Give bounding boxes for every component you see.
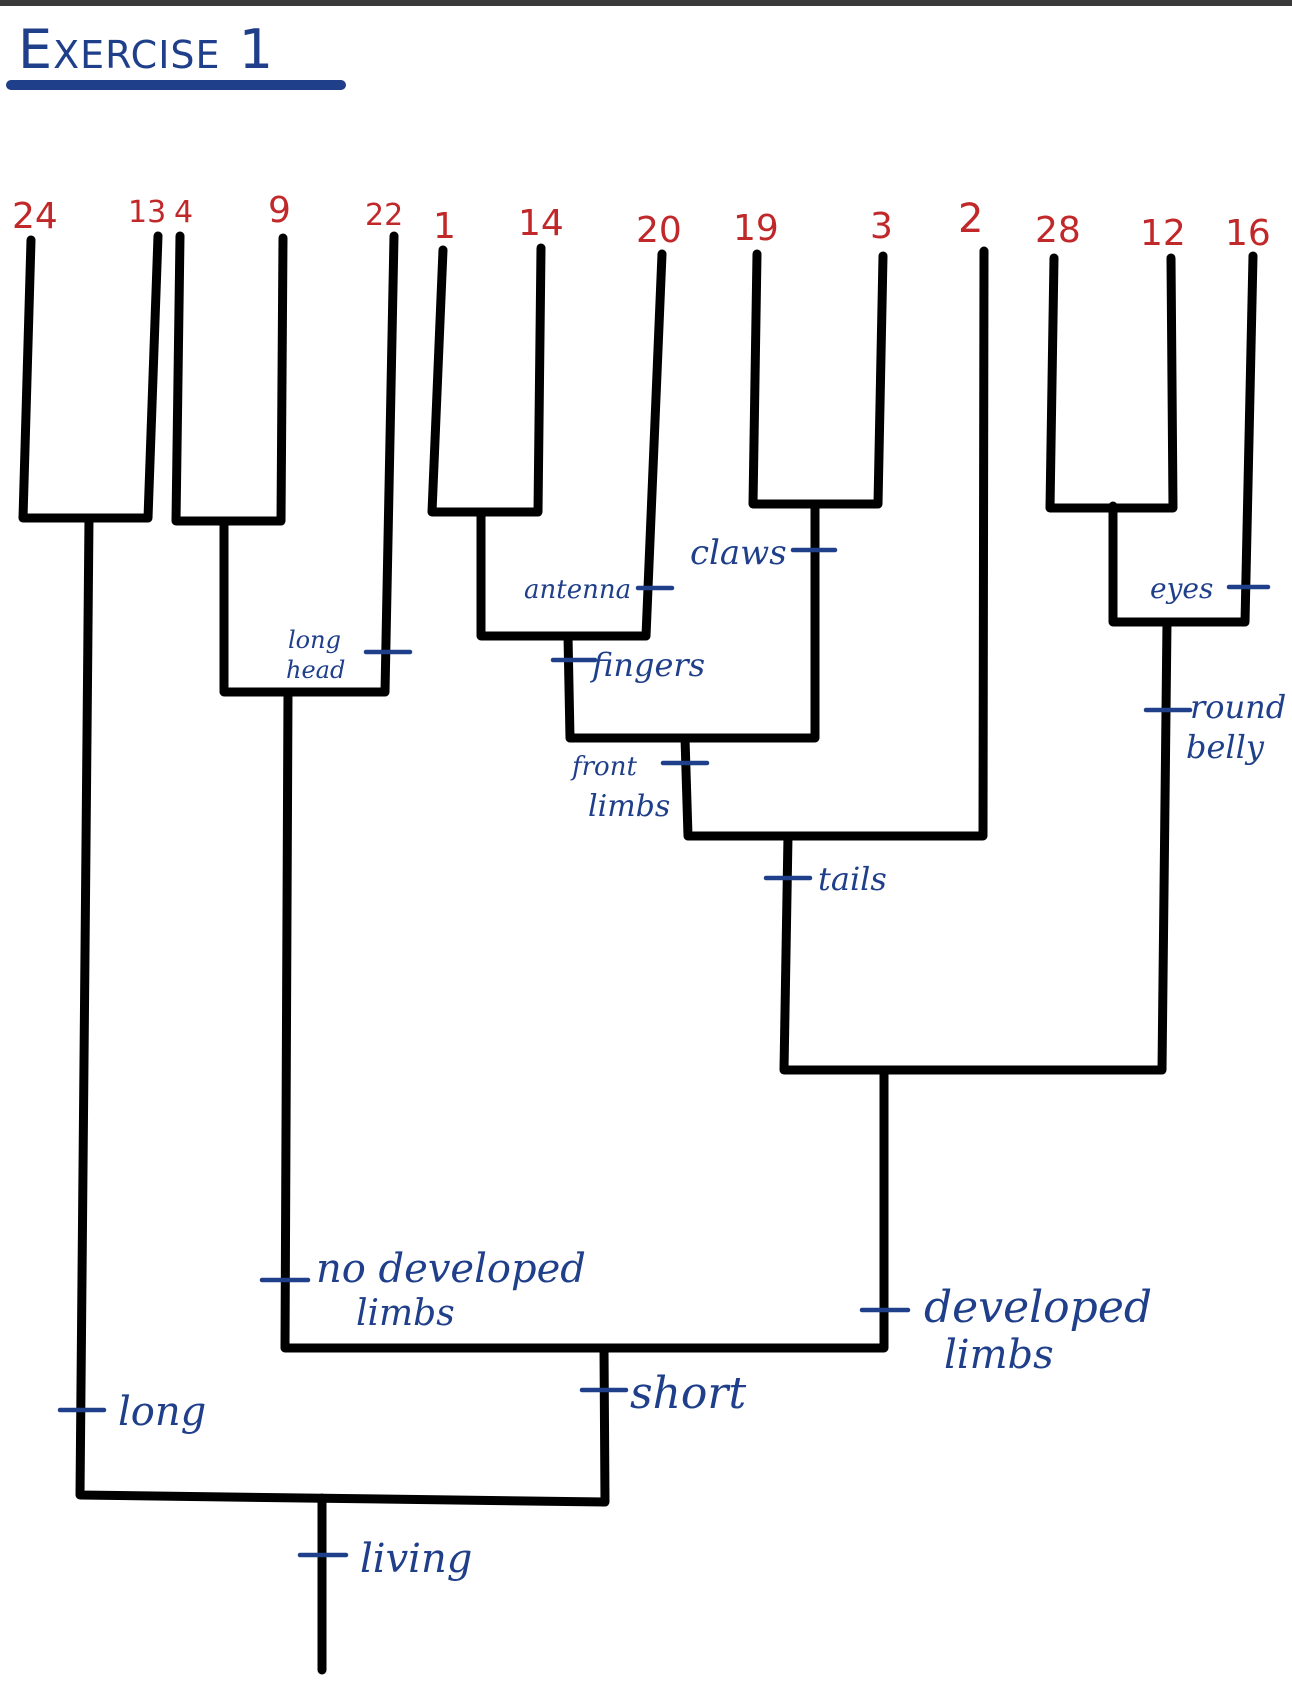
label-living: living (360, 1536, 472, 1582)
label-long-head-2: head (286, 656, 345, 684)
title-underline (6, 80, 346, 90)
taxon-24: 24 (12, 196, 58, 237)
branch-fingers-claws (563, 499, 820, 743)
label-no-developed: no developed (316, 1246, 586, 1292)
label-developed-limbs: limbs (944, 1332, 1054, 1378)
label-antenna: antenna (524, 575, 631, 605)
taxon-1: 1 (433, 206, 456, 247)
branch-24-13 (18, 231, 163, 523)
taxon-4: 4 (174, 195, 193, 230)
taxon-19: 19 (733, 208, 779, 249)
taxon-2: 2 (958, 196, 983, 242)
label-tails: tails (818, 860, 887, 898)
branch-4-9-22 (219, 231, 399, 697)
label-belly: belly (1186, 728, 1265, 766)
branch-frontlimbs-2 (680, 246, 989, 841)
label-round: round (1190, 688, 1286, 726)
branch-28-12-16 (1108, 251, 1258, 627)
taxon-20: 20 (636, 210, 682, 251)
branch-4-9 (171, 231, 288, 526)
label-long: long (118, 1389, 206, 1435)
label-eyes: eyes (1150, 572, 1213, 605)
taxon-28: 28 (1035, 210, 1081, 251)
trait-ticks (57, 547, 1271, 1558)
tree-branches (18, 231, 1258, 1675)
branch-28-12 (1045, 253, 1178, 513)
branch-tails-roundbelly (779, 617, 1172, 1075)
taxon-3: 3 (870, 206, 893, 247)
branch-1-14 (427, 243, 546, 517)
label-short: short (630, 1368, 746, 1419)
label-long-head-1: long (288, 626, 341, 654)
branch-19-3 (748, 249, 888, 509)
taxon-16: 16 (1225, 213, 1271, 254)
taxon-12: 12 (1140, 213, 1186, 254)
taxon-13: 13 (128, 195, 166, 230)
label-fingers: fingers (590, 646, 705, 684)
label-front-limbs: limbs (588, 789, 670, 824)
top-border (0, 0, 1292, 6)
taxon-9: 9 (268, 190, 291, 231)
branch-limbs (280, 687, 889, 1353)
label-front: front (570, 752, 637, 782)
trait-labels: living long short no developed limbs dev… (118, 533, 1286, 1582)
label-claws: claws (690, 533, 787, 573)
page-title: Exercise 1 (18, 18, 275, 81)
label-no-developed-limbs: limbs (356, 1293, 455, 1334)
taxon-14: 14 (518, 203, 564, 244)
branch-long-short (75, 513, 610, 1507)
label-developed: developed (924, 1282, 1152, 1333)
taxon-22: 22 (365, 198, 403, 233)
taxon-labels: 24 13 4 9 22 1 14 20 19 3 2 28 12 16 (12, 190, 1271, 254)
